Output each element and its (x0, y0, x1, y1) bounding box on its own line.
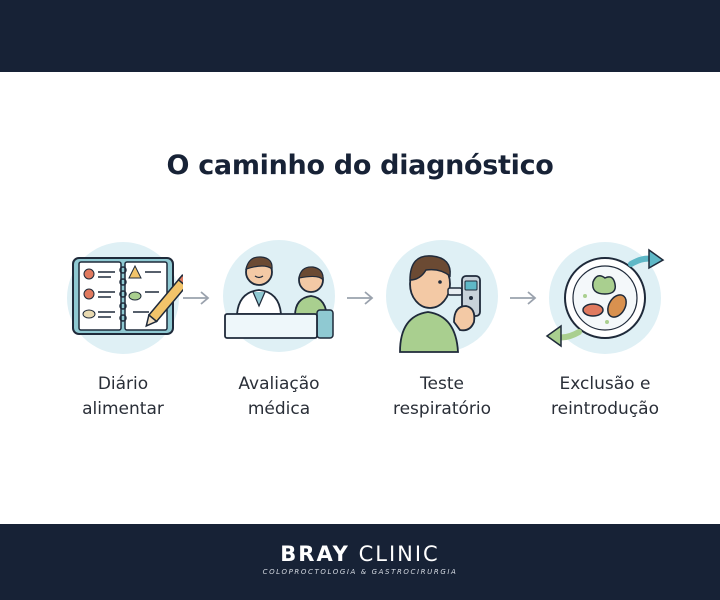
step-food-diary: Diário alimentar (48, 236, 198, 436)
brand-name: BRAY CLINIC (280, 542, 440, 566)
arrow-right-icon (183, 291, 210, 305)
step-exclusion-reintroduction: Exclusão e reintrodução (530, 236, 680, 436)
step-label: Exclusão e reintrodução (551, 374, 659, 419)
brand-tagline: COLOPROCTOLOGIA & GASTROCIRURGIA (262, 568, 458, 576)
step-label: Avaliação médica (238, 374, 320, 419)
food-cycle-icon (545, 242, 665, 354)
step-label: Diário alimentar (82, 374, 164, 419)
footer-bar (0, 524, 720, 600)
food-diary-icon (67, 242, 183, 354)
page-title: O caminho do diagnóstico (166, 150, 554, 181)
breath-test-icon (386, 240, 498, 353)
step-medical-evaluation: Avaliação médica (204, 236, 354, 436)
brand-logo: BRAY CLINIC COLOPROCTOLOGIA & GASTROCIRU… (0, 542, 720, 576)
step-breath-test: Teste respiratório (367, 236, 517, 436)
header-bar (0, 0, 720, 72)
arrow-right-icon (510, 291, 537, 305)
step-label: Teste respiratório (392, 374, 492, 419)
arrow-right-icon (347, 291, 374, 305)
doctor-consultation-icon (223, 240, 335, 352)
